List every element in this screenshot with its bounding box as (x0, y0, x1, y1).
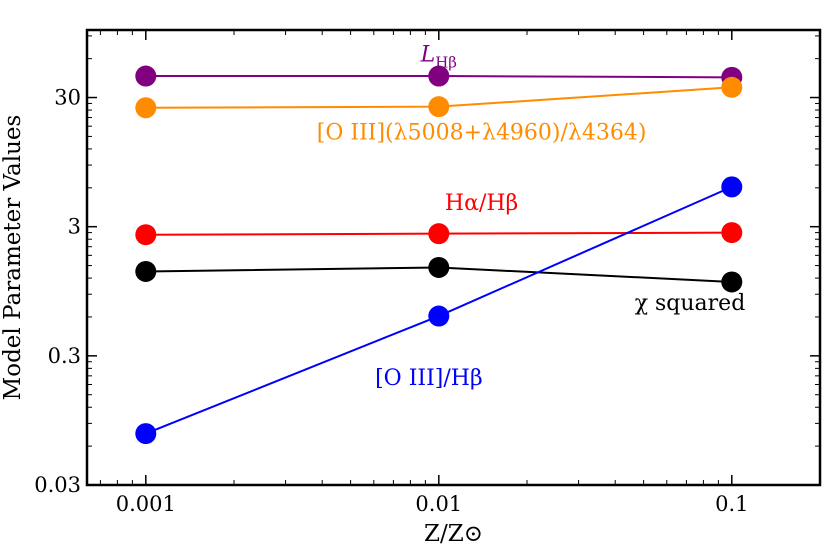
series-label: [O III]/Hβ (375, 366, 483, 391)
data-point (428, 305, 450, 327)
data-point (428, 256, 450, 278)
y-tick-label: 0.3 (48, 344, 81, 368)
y-tick-label: 0.03 (34, 473, 81, 497)
data-point (721, 271, 743, 293)
series-label: Hα/Hβ (445, 191, 518, 216)
ticks-layer: 0.001 0.01 0.1 0.03 0.3 3 30 (34, 30, 820, 516)
data-point (135, 423, 157, 445)
y-axis-label: Model Parameter Values (0, 115, 26, 401)
x-axis-label: Z/Z⊙ (424, 521, 483, 547)
data-point (721, 76, 743, 98)
data-point (135, 65, 157, 87)
y-tick-label: 3 (68, 215, 81, 239)
plot-frame (85, 28, 822, 487)
series-label: [O III](λ5008+λ4960)/λ4364) (317, 120, 647, 145)
data-point (135, 224, 157, 246)
x-tick-label: 0.001 (116, 492, 176, 516)
x-tick-label: 0.1 (715, 492, 748, 516)
data-point (135, 260, 157, 282)
data-point (428, 96, 450, 118)
data-point (135, 97, 157, 119)
x-tick-label: 0.01 (415, 492, 462, 516)
data-point (428, 223, 450, 245)
data-point (721, 222, 743, 244)
data-point (721, 176, 743, 198)
series-label: LHβ (420, 43, 457, 72)
y-tick-label: 30 (54, 86, 81, 110)
series-label: χ squared (635, 291, 746, 316)
data-point (428, 65, 450, 87)
series-layer: LHβ [O III](λ5008+λ4960)/λ4364) Hα/Hβ χ squ… (135, 43, 745, 445)
